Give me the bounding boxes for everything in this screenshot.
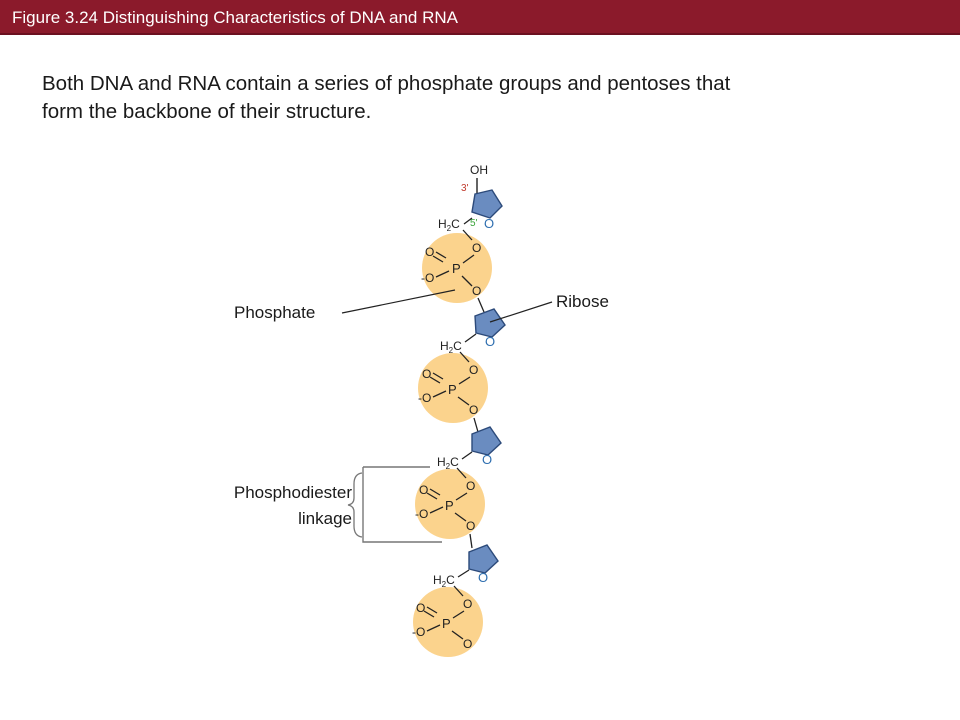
sugar-ring-4	[468, 544, 499, 574]
svg-text:-O: -O	[415, 507, 428, 521]
backbone-unit-1: OH 3' 5' O H2C O P O -O O	[421, 163, 503, 313]
body-text: Both DNA and RNA contain a series of pho…	[42, 70, 902, 126]
phosphorus-atom: P	[452, 261, 461, 276]
h2c-label: H2C	[433, 573, 455, 589]
sugar-ring-3	[471, 426, 502, 456]
svg-text:O: O	[469, 363, 478, 377]
phosphate-group-1	[422, 233, 492, 303]
svg-text:O: O	[472, 284, 481, 298]
body-line-2: form the backbone of their structure.	[42, 100, 372, 123]
oh-label: OH	[470, 163, 488, 177]
title-bar: Figure 3.24 Distinguishing Characteristi…	[0, 0, 960, 35]
phosphodiester-bracket	[362, 466, 442, 543]
body-line-1: Both DNA and RNA contain a series of pho…	[42, 72, 731, 95]
svg-text:O: O	[466, 519, 475, 533]
svg-text:O: O	[419, 483, 428, 497]
phosphodiester-brace	[347, 472, 363, 538]
svg-text:-O: -O	[421, 271, 434, 285]
ribose-label: Ribose	[556, 292, 609, 311]
sugar-ring-2	[474, 308, 506, 338]
backbone-unit-3: O H2C O P O -O O	[415, 426, 502, 549]
phosphate-label: Phosphate	[234, 303, 316, 322]
h2c-label: H2C	[437, 455, 459, 471]
h2c-label: H2C	[440, 339, 462, 355]
ring-oxygen: O	[485, 334, 495, 349]
svg-text:O: O	[463, 597, 472, 611]
ring-oxygen: O	[482, 452, 492, 467]
ribose-leader-line	[489, 301, 553, 323]
phosphorus-atom: P	[442, 616, 451, 631]
five-prime-label: 5'	[470, 218, 478, 229]
h2c-label: H2C	[438, 217, 460, 233]
ring-oxygen: O	[484, 216, 494, 231]
ring-oxygen: O	[478, 570, 488, 585]
phosphate-group-3	[415, 469, 485, 539]
svg-text:O: O	[463, 637, 472, 651]
phosphodiester-linkage-label: Phosphodiester linkage	[233, 483, 352, 528]
three-prime-label: 3'	[461, 183, 469, 194]
svg-text:O: O	[466, 479, 475, 493]
phosphate-group-2	[418, 353, 488, 423]
sugar-ring-1	[471, 189, 503, 219]
svg-text:O: O	[469, 403, 478, 417]
phosphorus-atom: P	[445, 498, 454, 513]
svg-text:O: O	[422, 367, 431, 381]
svg-text:O: O	[416, 601, 425, 615]
svg-text:-O: -O	[412, 625, 425, 639]
figure-title: Figure 3.24 Distinguishing Characteristi…	[12, 8, 458, 27]
phosphate-group-4	[413, 587, 483, 657]
backbone-unit-2: O H2C O P O -O O	[418, 308, 506, 433]
svg-text:O: O	[472, 241, 481, 255]
backbone-unit-4: O H2C O P O -O O	[412, 544, 499, 657]
phosphorus-atom: P	[448, 382, 457, 397]
svg-text:-O: -O	[418, 391, 431, 405]
svg-text:O: O	[425, 245, 434, 259]
phosphate-leader-line	[341, 289, 456, 314]
